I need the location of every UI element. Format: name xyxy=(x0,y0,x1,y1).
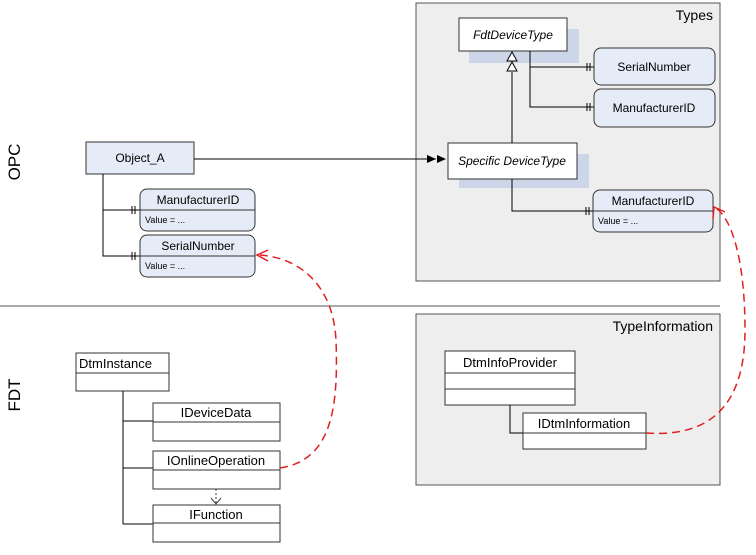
specific-device-type-label: Specific DeviceType xyxy=(458,154,566,168)
type-information-panel-title: TypeInformation xyxy=(613,318,713,334)
dtm-instance-label: DtmInstance xyxy=(79,356,152,371)
specific-manufacturer-link xyxy=(511,179,593,212)
mapping-online-operation-arrowhead xyxy=(255,249,269,262)
fdt-device-type-node xyxy=(458,17,568,52)
specific-manufacturer-id-value: Value = ... xyxy=(598,216,638,226)
opc-serial-number-title: SerialNumber xyxy=(161,239,234,253)
fdt-manufacturer-link xyxy=(529,67,594,108)
i-online-operation-label: IOnlineOperation xyxy=(167,453,265,468)
opc-serial-number-value: Value = ... xyxy=(145,261,185,271)
section-label-opc: OPC xyxy=(5,144,24,181)
fdt-device-type-label: FdtDeviceType xyxy=(473,28,553,42)
opc-manufacturer-id-value: Value = ... xyxy=(145,215,185,225)
i-dtm-information-node xyxy=(522,412,647,450)
opc-manufacturer-id-title: ManufacturerID xyxy=(157,193,240,207)
type-serial-number-node xyxy=(593,47,716,86)
mapping-online-operation-to-serial xyxy=(259,254,338,469)
specific-device-type-node xyxy=(447,142,578,180)
i-dtm-information-label: IDtmInformation xyxy=(538,416,630,431)
section-label-fdt: FDT xyxy=(5,378,24,411)
type-manufacturer-id-node xyxy=(593,88,716,128)
types-panel-title: Types xyxy=(676,7,713,23)
object-a-serial-link xyxy=(102,210,140,257)
type-manufacturer-id-label: ManufacturerID xyxy=(613,101,696,115)
object-a-label: Object_A xyxy=(115,151,164,165)
object-a-node xyxy=(85,141,195,175)
mapping-dtm-information-arrowhead xyxy=(712,205,726,220)
instance-of-arrowhead xyxy=(437,155,446,163)
dtm-instance-node xyxy=(75,352,170,392)
dependency-arrowhead xyxy=(210,497,222,505)
type-serial-number-label: SerialNumber xyxy=(617,60,690,74)
i-device-data-label: IDeviceData xyxy=(181,405,253,420)
object-a-manufacturer-link xyxy=(102,174,140,211)
dtm-info-provider-node xyxy=(444,350,576,406)
mapping-dtm-information-to-manufacturer xyxy=(645,207,746,435)
specific-manufacturer-id-title: ManufacturerID xyxy=(612,194,695,208)
dtm-info-provider-link xyxy=(509,405,523,434)
i-function-label: IFunction xyxy=(189,507,242,522)
dtm-info-provider-label: DtmInfoProvider xyxy=(463,355,558,370)
generalization-arrowhead-lower xyxy=(506,60,518,72)
